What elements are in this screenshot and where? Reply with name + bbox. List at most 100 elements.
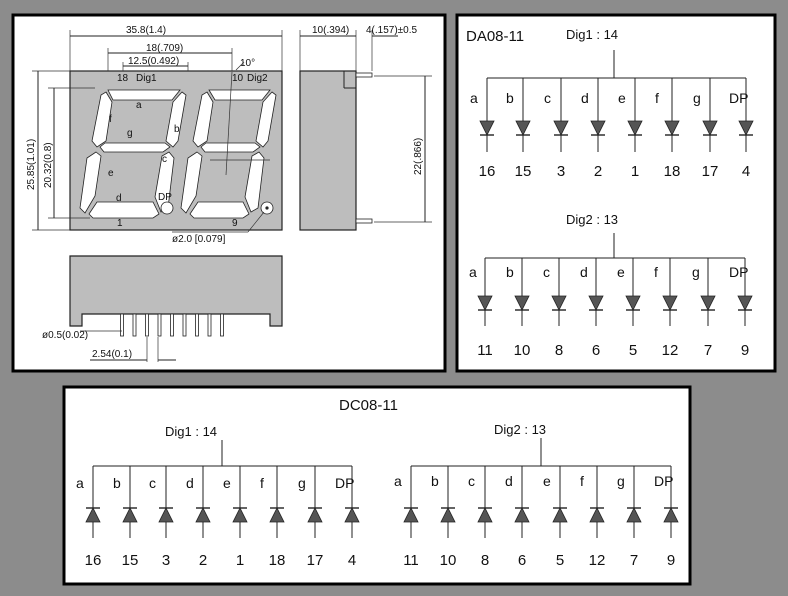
face-label-f: f	[109, 114, 112, 125]
da-dig1-pin-number: 3	[557, 163, 565, 180]
dc-dig1-diode-e	[232, 507, 248, 523]
digit1-seg-b	[165, 91, 187, 148]
da-dig2-segment-label: g	[692, 264, 700, 280]
dc-dig2-diode-e	[552, 507, 568, 523]
dc-dig1-diode-f	[269, 507, 285, 523]
dc-dig2-segment-label: e	[543, 473, 551, 489]
dc-dig1-pin-number: 1	[236, 552, 244, 569]
da-dig2-segment-label: f	[654, 264, 658, 280]
dc-dig1-pin-number: 15	[122, 552, 139, 569]
dim-pin-pitch: 2.54(0.1)	[92, 349, 132, 360]
dc-dig1-segment-label: f	[260, 475, 264, 491]
face-label-pin1: 1	[117, 218, 123, 229]
da-dig1-diode-d	[590, 120, 606, 136]
side-pin-top	[355, 72, 373, 78]
face-label-e: e	[108, 168, 114, 179]
dc-dig2-pin-number: 6	[518, 552, 526, 569]
face-label-pin9: 9	[232, 218, 238, 229]
dc-dig1-diode-b	[122, 507, 138, 523]
da-dig1-diode-g	[702, 120, 718, 136]
da-panel: DA08-11 Dig1 : 14 a16b15c3d2e1f18g17DP4 …	[455, 13, 777, 373]
digit2-seg-a	[208, 89, 271, 101]
da-dig2-diode-a	[477, 295, 493, 311]
da-dig2-diode-c	[551, 295, 567, 311]
face-label-a: a	[136, 100, 142, 111]
dc-dig1-segment-label: a	[76, 475, 84, 491]
dc-dig2-diode-b	[440, 507, 456, 523]
dc-panel-title: DC08-11	[339, 397, 398, 414]
face-label-b: b	[174, 124, 180, 135]
da-dig2-segment-label: a	[469, 264, 477, 280]
da-dig1-pin-number: 18	[664, 163, 681, 180]
dim-pin-dia: ø0.5(0.02)	[42, 330, 88, 341]
dc-dig1-diode-d	[195, 507, 211, 523]
digit1-seg-d	[88, 201, 160, 219]
da-panel-frame	[455, 13, 777, 373]
da-dig1-pin-number: 2	[594, 163, 602, 180]
face-label-dig1: Dig1	[136, 73, 157, 84]
da-dig2-pin-number: 9	[741, 342, 749, 359]
digit2-seg-e	[180, 151, 203, 214]
da-dig1-segment-label: g	[693, 90, 701, 106]
da-dig2-pin-number: 6	[592, 342, 600, 359]
da-dig2-pin-number: 7	[704, 342, 712, 359]
dc-dig1-pin-number: 3	[162, 552, 170, 569]
da-dig1-label: Dig1 : 14	[566, 27, 618, 42]
da-dig2-pin-number: 5	[629, 342, 637, 359]
dc-dig1-pin-number: 18	[269, 552, 286, 569]
dim-side-depth: 10(.394)	[312, 25, 349, 36]
da-dig2-pin-number: 10	[514, 342, 531, 359]
da-dig2-label: Dig2 : 13	[566, 212, 618, 227]
da-dig2-diode-f	[662, 295, 678, 311]
dim-height: 25.85(1.01)	[26, 139, 37, 190]
dot-dia-leader	[247, 211, 265, 233]
digit1-seg-a	[107, 89, 181, 101]
bottom-pin	[157, 313, 162, 337]
digit2-seg-g	[200, 142, 261, 153]
dc-dig2-pin-number: 7	[630, 552, 638, 569]
digit1-seg-e	[79, 151, 102, 214]
da-dig1-segment-label: a	[470, 90, 478, 106]
da-dig2-pin-number: 8	[555, 342, 563, 359]
dim-pin-length: 4(.157)±0.5	[366, 25, 418, 36]
bottom-pins	[120, 313, 224, 337]
da-dig1-segment-label: b	[506, 90, 514, 106]
bottom-pin	[120, 313, 124, 337]
bottom-pin	[132, 313, 137, 337]
da-dig2-segment-label: b	[506, 264, 514, 280]
digit2-seg-b	[255, 91, 277, 148]
da-dig1-segment-label: f	[655, 90, 659, 106]
dc-dig2-segment-label: b	[431, 473, 439, 489]
da-dig1-pin-number: 4	[742, 163, 750, 180]
dim-dot-dia: ø2.0 [0.079]	[172, 234, 226, 245]
face-label-pin18: 18	[117, 73, 129, 84]
dc-dig2-pin-number: 8	[481, 552, 489, 569]
da-dig1-diode-e	[627, 120, 643, 136]
dc-dig2-label: Dig2 : 13	[494, 422, 546, 437]
dim-digit-height: 20.32(0.8)	[43, 142, 54, 188]
dc-dig2-pin-number: 10	[440, 552, 457, 569]
dc-dig1-pin-number: 17	[307, 552, 324, 569]
dc-dig1-segment-label: g	[298, 475, 306, 491]
da-dig2-segment-label: c	[543, 264, 550, 280]
da-dig2-segment-label: d	[580, 264, 588, 280]
left-dimensions: 25.85(1.01) 20.32(0.8)	[26, 70, 95, 231]
dc-dig2-segment-label: a	[394, 473, 402, 489]
face-label-g: g	[127, 128, 133, 139]
bottom-view-body	[69, 255, 283, 327]
dc-dig2-pin-number: 5	[556, 552, 564, 569]
da-dig2-pin-number: 12	[662, 342, 679, 359]
dc-dig2-diode-f	[589, 507, 605, 523]
bottom-pin	[195, 313, 199, 337]
digit1-seg-g	[99, 142, 171, 153]
face-label-dig2: Dig2	[247, 73, 268, 84]
dc-dig1-pin-number: 4	[348, 552, 356, 569]
da-dig2-pin-number: 11	[477, 342, 493, 359]
dc-dig2-segment-label: d	[505, 473, 513, 489]
da-dig2-segment-label: e	[617, 264, 625, 280]
dc-dig1-segment-label: d	[186, 475, 194, 491]
da-dig1-segment-label: DP	[729, 90, 748, 106]
